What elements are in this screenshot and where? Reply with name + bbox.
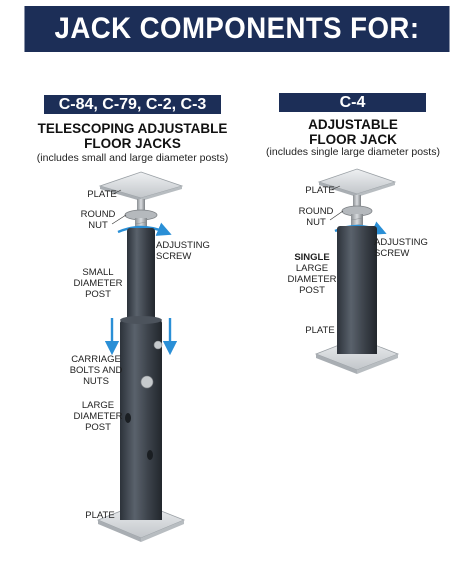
right-panel-title: ADJUSTABLE FLOOR JACK	[270, 117, 436, 147]
left-label-plate-top: PLATE	[87, 189, 117, 200]
right-label-adjusting-screw: ADJUSTING SCREW	[374, 237, 428, 259]
left-label-small-post: SMALL DIAMETER POST	[73, 267, 123, 300]
leader-lines	[111, 185, 344, 225]
left-title-line1: TELESCOPING ADJUSTABLE	[37, 121, 228, 136]
right-label-plate-top: PLATE	[305, 185, 335, 196]
left-post-hole-1	[125, 413, 131, 423]
left-label-round-nut: ROUND NUT	[80, 209, 116, 231]
right-label-single-word: SINGLE	[294, 252, 330, 263]
left-post-base	[120, 500, 162, 520]
left-carriage-bolt-2	[140, 375, 154, 389]
right-label-single-post: SINGLE LARGE DIAMETER POST	[284, 252, 340, 296]
right-title-line2: FLOOR JACK	[309, 132, 397, 147]
right-panel-subtitle: (includes single large diameter posts)	[266, 146, 440, 158]
left-model-bar: C-84, C-79, C-2, C-3	[44, 95, 221, 114]
left-panel-title: TELESCOPING ADJUSTABLE FLOOR JACKS	[20, 121, 245, 151]
left-post-hole-2	[147, 450, 153, 460]
right-model-bar: C-4	[279, 93, 426, 112]
left-carriage-bolt-1	[153, 340, 163, 350]
left-label-plate-bottom: PLATE	[85, 510, 115, 521]
right-title-line1: ADJUSTABLE	[308, 117, 398, 132]
right-label-large-post: LARGE DIAMETER POST	[287, 263, 337, 296]
left-screw-stem	[137, 199, 145, 211]
right-label-plate-bottom: PLATE	[305, 325, 335, 336]
left-rotation-arrow	[117, 222, 172, 236]
header-banner: JACK COMPONENTS FOR:	[24, 6, 450, 52]
left-bottom-plate	[96, 502, 186, 542]
right-screw-stem	[353, 195, 361, 207]
right-post-base	[337, 332, 377, 354]
left-label-adjusting-screw: ADJUSTING SCREW	[156, 240, 210, 262]
right-large-post	[337, 226, 377, 354]
right-label-round-nut: ROUND NUT	[298, 206, 334, 228]
left-post-collar	[120, 316, 162, 324]
left-label-carriage-bolts: CARRIAGE BOLTS AND NUTS	[69, 354, 123, 387]
left-large-post	[120, 320, 162, 512]
left-panel-subtitle: (includes small and large diameter posts…	[36, 152, 229, 164]
left-top-plate	[98, 171, 184, 201]
left-title-line2: FLOOR JACKS	[84, 136, 181, 151]
left-label-large-post: LARGE DIAMETER POST	[73, 400, 123, 433]
right-top-plate	[317, 168, 397, 197]
left-small-post	[127, 228, 155, 328]
